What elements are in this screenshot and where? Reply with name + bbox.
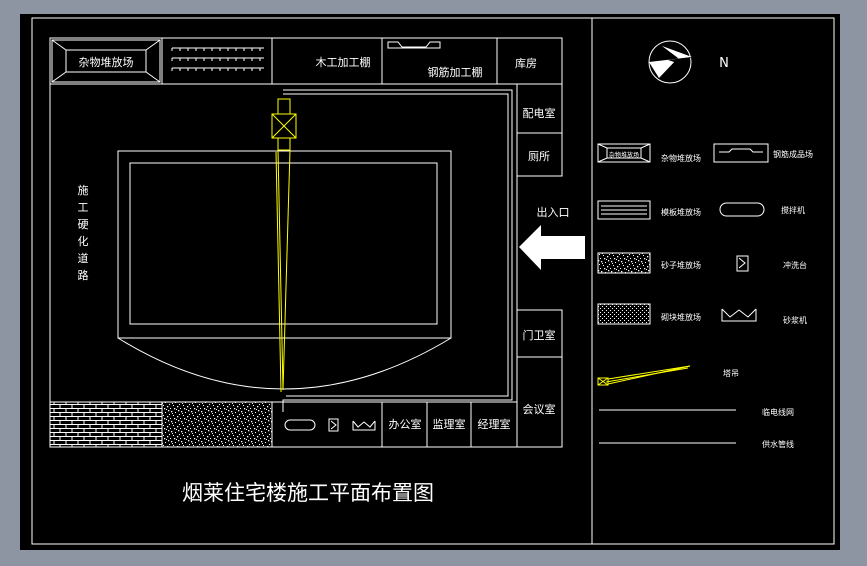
- site-plan: [49, 37, 563, 448]
- power-room-label: 配电室: [523, 106, 556, 120]
- sundries-yard-label: 杂物堆放场: [79, 55, 134, 69]
- legend-label-rebar: 钢筋成品场: [773, 149, 813, 159]
- toilet-box: [516, 132, 563, 177]
- svg-text:化: 化: [78, 234, 89, 248]
- tower-crane: [271, 98, 297, 393]
- meeting-room-label: 会议室: [523, 402, 556, 416]
- toilet-label: 厕所: [528, 150, 550, 163]
- legend-label-wash: 冲洗台: [783, 260, 807, 270]
- legend-label-power: 临电线网: [762, 407, 794, 417]
- legend-rebar-symbol: [713, 143, 769, 163]
- legend-label-block: 砌块堆放场: [661, 312, 701, 322]
- svg-text:施: 施: [78, 184, 89, 197]
- formwork-stack-symbol: [171, 47, 264, 71]
- north-arrow: N: [648, 40, 729, 84]
- entrance-label: 出入口: [537, 205, 570, 219]
- mixer-symbol: [284, 419, 316, 431]
- legend-formwork-symbol: [597, 200, 651, 220]
- legend-label-crane: 塔吊: [723, 368, 739, 378]
- legend-label-sand: 砂子堆放场: [661, 260, 701, 270]
- legend-labels: 杂物堆放场 杂物堆放场 钢筋成品场 模板堆放场 搅拌机 砂子堆放场 冲洗台 砌块…: [609, 149, 813, 449]
- drawing-canvas: [20, 14, 840, 550]
- rebar-shed-label: 钢筋加工棚: [428, 65, 483, 79]
- legend-label-sundries: 杂物堆放场: [661, 153, 701, 163]
- legend-block-symbol: [597, 303, 651, 325]
- drawing-title: 烟莱住宅楼施工平面布置图: [182, 481, 434, 505]
- svg-text:道: 道: [78, 251, 89, 265]
- temporary-power-line: [282, 89, 513, 412]
- entrance-arrow-icon: [519, 225, 585, 270]
- supervision-room-label: 监理室: [433, 417, 466, 431]
- sand-yard-hatch: [161, 401, 273, 448]
- legend-mixer-symbol: [719, 202, 765, 217]
- legend-label-mixer: 搅拌机: [781, 205, 805, 215]
- road-label: 施 工 硬 化 道 路: [78, 184, 89, 282]
- svg-text:硬: 硬: [78, 218, 89, 231]
- legend-sand-symbol: [597, 252, 651, 274]
- drawing-border: [31, 17, 835, 545]
- manager-room-label: 经理室: [478, 417, 511, 431]
- gate-room-label: 门卫室: [523, 328, 556, 342]
- crane-swing-arc: [117, 337, 452, 390]
- office-label: 办公室: [389, 417, 422, 431]
- water-supply-line: [283, 93, 509, 397]
- legend-sundries-symbol: [597, 143, 651, 163]
- legend-label-mortar: 砂浆机: [783, 315, 807, 325]
- legend-crane-symbol: [597, 365, 691, 386]
- legend-label-water: 供水管线: [762, 439, 794, 449]
- rebar-product-symbol: [387, 41, 441, 49]
- north-label: N: [719, 56, 729, 71]
- warehouse-label: 库房: [515, 57, 537, 70]
- svg-text:工: 工: [78, 201, 89, 214]
- sundries-yard-symbol: [51, 39, 161, 83]
- legend-symbols: [597, 143, 769, 444]
- block-yard-hatch: [49, 401, 163, 448]
- svg-text:路: 路: [78, 269, 89, 282]
- legend-symbol-text: 杂物堆放场: [609, 151, 639, 159]
- legend-label-formwork: 模板堆放场: [661, 207, 701, 217]
- legend-wash-symbol: [736, 255, 749, 272]
- building-inner-outline: [129, 162, 438, 325]
- mortar-mixer-symbol: [352, 420, 376, 431]
- wash-station-symbol: [328, 418, 339, 432]
- legend-mortar-symbol: [721, 308, 757, 322]
- carpentry-shed-label: 木工加工棚: [316, 55, 371, 69]
